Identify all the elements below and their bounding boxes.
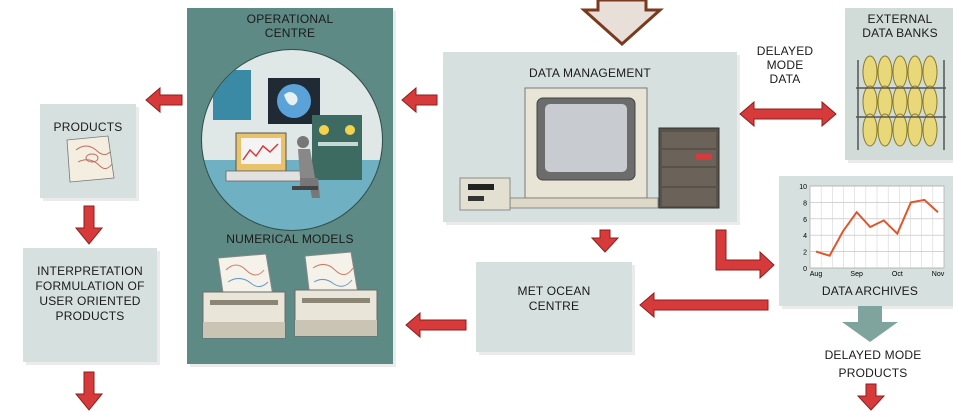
operational-centre-label: OPERATIONAL CENTRE [246, 12, 334, 40]
chart-x-ticks: Aug Sep Oct Nov [810, 271, 945, 278]
arrow-archives-to-metocean [639, 291, 769, 319]
arrow-delayed-products-down [856, 383, 886, 411]
chart-x-tick: Oct [892, 271, 903, 278]
products-label: PRODUCTS [53, 120, 123, 134]
chart-x-tick: Sep [850, 271, 863, 278]
external-data-banks-label: EXTERNAL DATA BANKS [862, 12, 938, 40]
chart-y-tick: 6 [803, 217, 807, 224]
chart-y-tick: 4 [803, 233, 807, 240]
met-ocean-centre-label: MET OCEAN CENTRE [517, 284, 591, 313]
chart-series-line [815, 198, 939, 257]
arrow-datamgmt-external-banks [739, 100, 837, 128]
chart-y-tick: 2 [803, 250, 807, 257]
chart-y-tick: 0 [803, 266, 807, 273]
arrow-metocean-to-opcentre [405, 311, 467, 339]
arrow-products-to-interpretation [74, 205, 104, 245]
arrow-datamgmt-to-metocean [590, 229, 620, 253]
interpretation-panel [23, 248, 157, 362]
arrow-interpretation-down [74, 371, 104, 411]
delayed-mode-products-label: DELAYED MODE PRODUCTS [824, 348, 922, 380]
met-ocean-centre-panel [476, 262, 632, 352]
data-management-label: DATA MANAGEMENT [529, 66, 651, 80]
printer-left [202, 253, 286, 339]
data-archives-label: DATA ARCHIVES [821, 284, 919, 298]
chart-y-tick: 8 [803, 200, 807, 207]
numerical-models-label: NUMERICAL MODELS [226, 232, 354, 246]
interpretation-label: INTERPRETATION FORMULATION OF USER ORIEN… [35, 264, 145, 323]
arrow-opcentre-to-products [145, 86, 183, 114]
chart-y-tick: 10 [799, 184, 807, 191]
arrow-datamgmt-to-archives [715, 229, 775, 280]
chart-x-tick: Nov [932, 271, 945, 278]
chart-y-ticks: 0 2 4 6 8 10 [799, 184, 807, 273]
chart-x-tick: Aug [810, 271, 823, 278]
delayed-mode-data-label: DELAYED MODE DATA [756, 44, 814, 86]
printer-right [294, 251, 378, 337]
arrow-datamgmt-to-opcentre [401, 86, 438, 114]
